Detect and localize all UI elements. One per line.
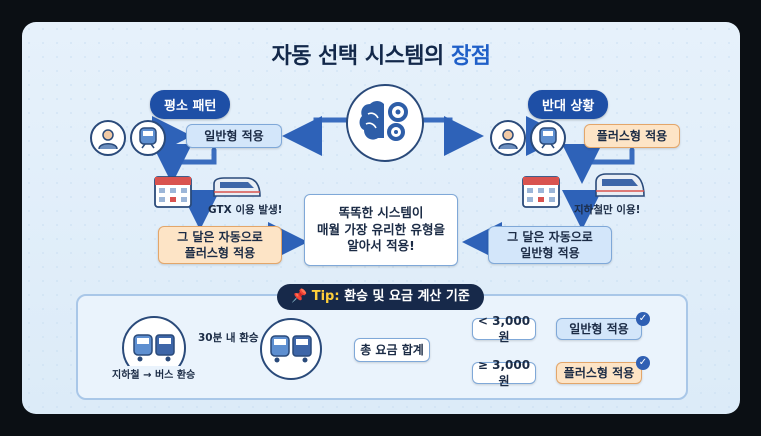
total-fare-box: 총 요금 합계 <box>354 338 430 362</box>
highspeed-train-icon <box>594 172 646 204</box>
center-line1: 똑똑한 시스템이 <box>338 204 424 220</box>
train-icon <box>130 120 166 156</box>
ge-condition-box: ≥ 3,000원 <box>472 358 536 388</box>
center-line3: 알아서 적용! <box>347 238 415 254</box>
left-result-line2: 플러스형 적용 <box>184 246 256 260</box>
center-line2: 매월 가장 유리한 유형을 <box>316 221 446 237</box>
highspeed-train-icon <box>212 176 262 204</box>
calendar-icon <box>154 172 192 212</box>
brain-gear-icon <box>346 84 424 162</box>
check-icon: ✓ <box>636 312 650 326</box>
tip-header: 📌 Tip: 환승 및 요금 계산 기준 <box>277 284 484 310</box>
left-result-box: 그 달은 자동으로 플러스형 적용 <box>158 226 282 264</box>
right-result-line2: 일반형 적용 <box>520 246 580 260</box>
lt-result-box: 일반형 적용 <box>556 318 642 340</box>
transfer-time-label: 30분 내 환승 <box>198 332 259 344</box>
right-result-box: 그 달은 자동으로 일반형 적용 <box>488 226 612 264</box>
ge-result-box: 플러스형 적용 <box>556 362 642 384</box>
train-bus-icon <box>260 318 322 380</box>
transfer-label: 지하철 → 버스 환승 <box>110 366 198 381</box>
left-event-label: GTX 이용 발생! <box>208 204 283 216</box>
left-apply-box: 일반형 적용 <box>186 124 282 148</box>
left-result-line1: 그 달은 자동으로 <box>177 229 263 244</box>
person-icon <box>90 120 126 156</box>
center-message-box: 똑똑한 시스템이 매월 가장 유리한 유형을 알아서 적용! <box>304 194 458 266</box>
calendar-icon <box>522 172 560 212</box>
title-highlight: 장점 <box>450 44 491 69</box>
title-prefix: 자동 선택 시스템의 <box>271 44 451 69</box>
tip-text: 환승 및 요금 계산 기준 <box>339 289 470 304</box>
right-apply-box: 플러스형 적용 <box>584 124 680 148</box>
train-icon <box>530 120 566 156</box>
person-icon <box>490 120 526 156</box>
pin-icon: 📌 <box>291 289 308 304</box>
right-event-label: 지하철만 이용! <box>574 204 641 216</box>
infographic-card: 자동 선택 시스템의 장점 <box>22 22 740 414</box>
right-result-line1: 그 달은 자동으로 <box>507 229 593 244</box>
left-badge: 평소 패턴 <box>150 90 231 119</box>
tip-prefix: Tip: <box>311 289 340 304</box>
lt-condition-box: < 3,000원 <box>472 314 536 344</box>
right-badge: 반대 상황 <box>528 90 609 119</box>
page-title: 자동 선택 시스템의 장점 <box>22 38 740 70</box>
check-icon: ✓ <box>636 356 650 370</box>
